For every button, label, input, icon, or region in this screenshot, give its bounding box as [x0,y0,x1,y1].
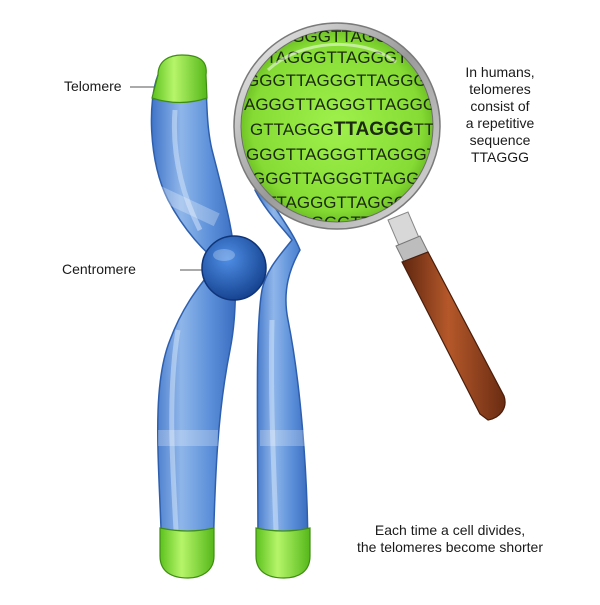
right-chromatid [254,184,309,561]
telomere-bottom-right [255,527,311,579]
sequence-line: GGGTTAGGGTTAGGGT [246,71,437,90]
note_sequence-line: telomeres [469,81,531,97]
sequence-line: GGGTTAGGGTTAGGGTT [246,145,447,164]
highlighted-ttaggg: TTAGGG [334,119,414,140]
note_sequence-line: a repetitive [465,115,535,131]
note_division-line: Each time a cell divides, [374,522,526,538]
note_sequence-line: sequence [469,132,531,148]
telomere-top-left [151,54,208,104]
centromere-ball [201,235,267,301]
note_division-line: the telomeres become shorter [357,539,543,555]
centromere-label: Centromere [62,261,136,277]
magnifier-handle [387,211,506,421]
sequence-line: TTAGGGTTAGGGT [280,213,431,232]
sequence-line: TTAGGGTTAGGGT [256,48,407,67]
sequence-line: GGGTTAGGGTTAGGGT [252,169,443,188]
telomere-bottom-left [159,527,215,579]
sequence-line: AGGGTTAGGGTTAGGGT [244,95,446,114]
sequence-line: TTAGGGTTAGGGTTAG [266,193,451,212]
left-chromatid [150,71,237,561]
cell-division-note: Each time a cell divides,the telomeres b… [330,522,570,556]
note_sequence-line: consist of [470,98,530,114]
note_sequence-line: In humans, [465,64,535,80]
telomere-label: Telomere [64,78,122,94]
note_sequence-line: TTAGGG [470,149,530,165]
sequence-line: AGGGTTAGG [300,233,408,252]
